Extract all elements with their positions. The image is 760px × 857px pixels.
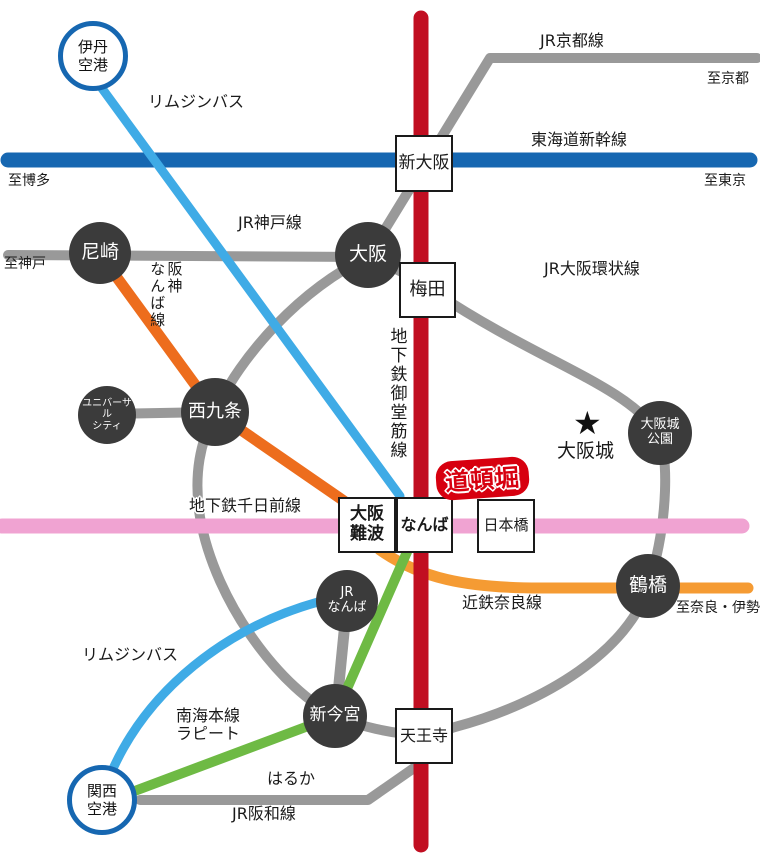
label-hanshin-namba-line: 阪神 なんば線 [148, 261, 184, 329]
dotonbori-text: 道頓堀 [444, 463, 521, 497]
label-limousine-bus-top: リムジンバス [148, 92, 245, 111]
label-midosuji-line: 地下鉄御堂筋線 [386, 327, 407, 460]
label-to-hakata: 至博多 [8, 173, 50, 189]
label-jr-osaka-loop-line: JR大阪環状線 [544, 259, 640, 278]
label-to-kyoto: 至京都 [707, 71, 749, 87]
label-to-kobe: 至神戸 [4, 256, 46, 272]
station-osaka: 大阪 [335, 222, 401, 288]
label-haruka: はるか [267, 769, 316, 788]
station-kansai-airport: 関西 空港 [67, 765, 137, 835]
label-jr-kobe-line: JR神戸線 [238, 213, 302, 232]
station-osakajo-koen: 大阪城 公園 [628, 401, 692, 465]
label-tokaido-shinkansen: 東海道新幹線 [531, 130, 628, 149]
label-nankai-rapit: 南海本線 ラピート [176, 706, 241, 744]
station-nishikujo: 西九条 [181, 378, 249, 446]
label-jr-hanwa-line: JR阪和線 [232, 804, 296, 823]
label-to-tokyo: 至東京 [704, 173, 746, 189]
station-osaka-namba: 大阪 難波 [338, 497, 396, 553]
station-itami-airport: 伊丹 空港 [58, 21, 128, 91]
limousine-bus-itami-line [96, 82, 405, 501]
label-kintetsu-nara-line: 近鉄奈良線 [462, 593, 543, 612]
label-to-nara-ise: 至奈良・伊勢 [676, 600, 760, 616]
station-umeda: 梅田 [399, 262, 456, 318]
station-nippombashi: 日本橋 [477, 499, 535, 553]
station-jr-namba: JR なんば [316, 570, 378, 632]
dotonbori-logo: 道頓堀 [434, 455, 531, 502]
station-namba: なんば [396, 497, 453, 553]
station-tsuruhashi: 鶴橋 [616, 554, 680, 618]
limousine-bus-kansai-line [107, 597, 323, 776]
label-osaka-castle: 大阪城 [557, 440, 615, 462]
osaka-castle-star-icon: ★ [573, 404, 602, 442]
station-shin-osaka: 新大阪 [395, 135, 453, 192]
kintetsu-nara-line [374, 544, 754, 594]
label-limousine-bus-bottom: リムジンバス [82, 645, 179, 664]
haruka-jr-hanwa-line [135, 756, 429, 805]
station-amagasaki: 尼崎 [69, 222, 131, 284]
label-jr-kyoto-line: JR京都線 [540, 31, 604, 50]
station-tennoji: 天王寺 [395, 708, 453, 764]
station-shin-imamiya: 新今宮 [303, 684, 367, 748]
station-universal-city: ユニバーサル シティ [78, 386, 136, 444]
label-sennichimae-line: 地下鉄千日前線 [189, 496, 302, 515]
